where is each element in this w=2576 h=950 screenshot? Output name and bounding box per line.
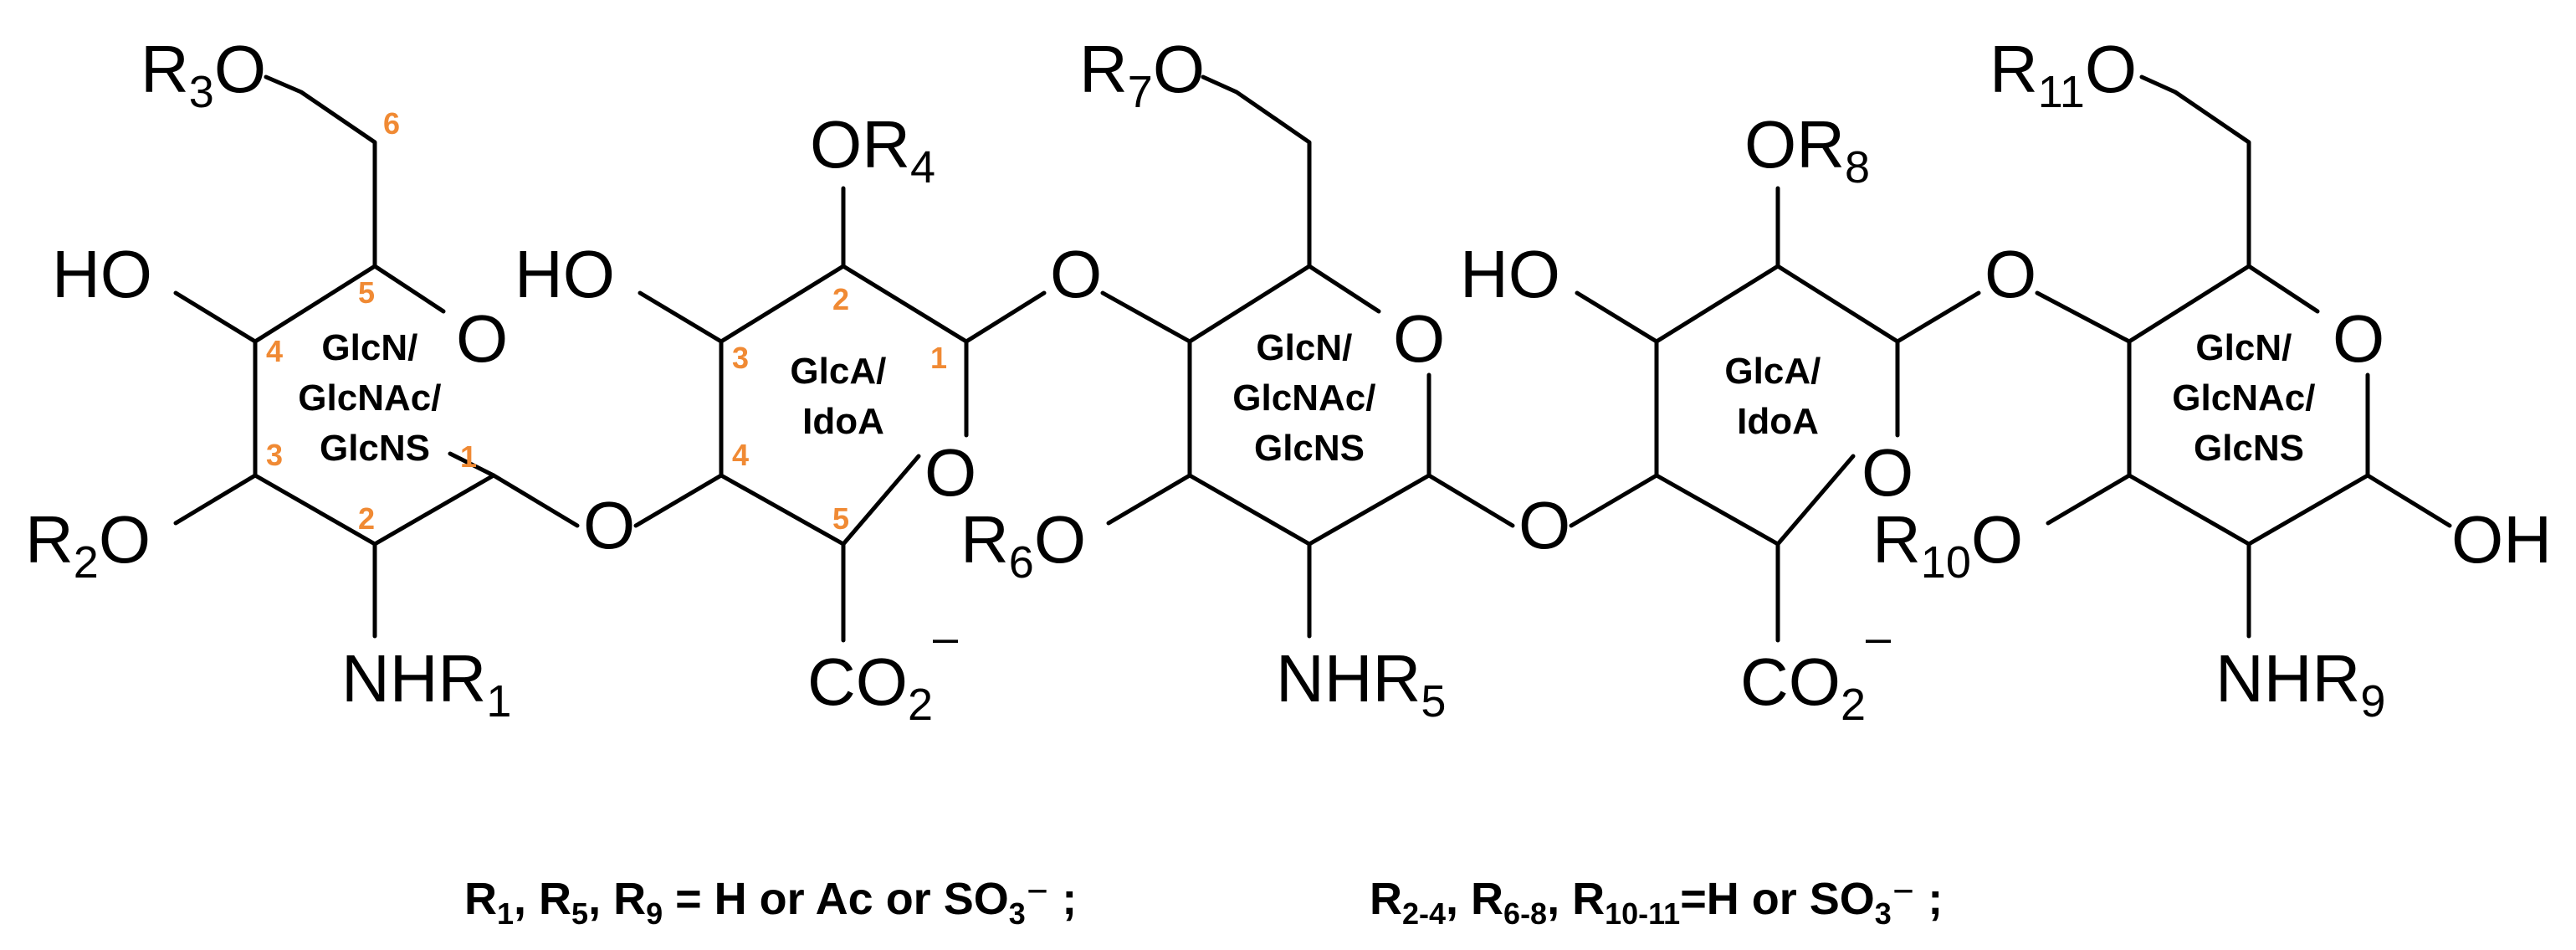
glycosidic-oxygen-2: O [1050, 237, 1102, 311]
unit-glca-1: OR4 HO O CO2– GlcA/ IdoA 2 1 3 4 5 [515, 107, 976, 730]
glycosidic-oxygen-3: O [1518, 488, 1570, 562]
glcn2-r7o-label: R7O [1079, 32, 1205, 117]
bond-lines [173, 74, 2452, 643]
glcn2-ring-oxygen: O [1393, 301, 1445, 376]
footnote-r2-4-r6-8-r10-11: R2-4, R6-8, R10-11=H or SO3⁻ ; [1370, 874, 1943, 931]
glcn2-ring-label: GlcN/ GlcNAc/ GlcNS [1232, 327, 1385, 469]
glcn1-locant-4: 4 [266, 334, 283, 368]
glca1-c4-glycosidic-bond [633, 473, 724, 528]
glca2-ho-label: HO [1460, 237, 1560, 311]
glcn3-c1-oh-bond [2365, 473, 2452, 528]
glcn3-c6-bonds [2139, 74, 2251, 269]
glcn1-c3-o-bond [173, 473, 258, 526]
glcn1-locants: 6 5 4 3 2 1 [266, 106, 477, 536]
glcn1-c4-ho-bond [173, 290, 258, 344]
glca2-or8-label: OR8 [1744, 107, 1870, 193]
glca1-carboxylate-label: CO2– [807, 613, 958, 730]
idoa-c1-glycosidic-bond [1895, 290, 1981, 344]
glcn3-nhr9-label: NHR9 [2215, 641, 2385, 727]
glycosidic-oxygen-1: O [583, 488, 635, 562]
glca1-locants: 2 1 3 4 5 [732, 282, 947, 536]
glcn2-nhr5-label: NHR5 [1276, 641, 1446, 727]
glca1-locant-2: 2 [832, 282, 849, 316]
glcn1-c6-bonds [264, 74, 377, 269]
glca1-locant-5: 5 [832, 501, 849, 536]
glcn2-c4-glycosidic-bond [1100, 290, 1192, 344]
glcn1-locant-2: 2 [358, 501, 375, 536]
glcn1-r3o-label: R3O [141, 32, 266, 117]
glcn2-c6-bonds [1201, 74, 1312, 269]
glcn1-locant-5: 5 [358, 275, 375, 310]
glca2-carboxylate-label: CO2– [1740, 613, 1891, 730]
glcn2-r6o-label: R6O [960, 502, 1086, 588]
glcn3-r11o-label: R11O [1990, 32, 2137, 117]
unit-glca-2: OR8 HO O CO2– GlcA/ IdoA [1460, 107, 1913, 730]
unit-glcn-3: R11O O R10O NHR9 OH GlcN/ GlcNAc/ GlcNS [1872, 32, 2552, 727]
glcn3-oh-label: OH [2451, 502, 2552, 577]
glcn3-ring-label: GlcN/ GlcNAc/ GlcNS [2172, 327, 2325, 469]
glca1-c3-ho-bond [638, 290, 724, 344]
glca1-ho-label: HO [515, 237, 615, 311]
glcn1-nhr1-label: NHR1 [341, 641, 511, 727]
glca2-ring-label: GlcA/ IdoA [1724, 351, 1831, 442]
glca1-locant-4: 4 [732, 438, 749, 472]
glcn1-ring-label: GlcN/ GlcNAc/ GlcNS [298, 327, 451, 469]
glcn1-locant-1: 1 [460, 439, 477, 474]
glcn1-locant-3: 3 [266, 438, 283, 472]
glcn1-ring-oxygen: O [456, 301, 508, 376]
glcn2-c3-o-bond [1106, 473, 1192, 526]
glca1-c1-glycosidic-bond [964, 290, 1047, 344]
glcn1-locant-6: 6 [383, 106, 400, 141]
idoa-c3-ho-bond [1575, 290, 1659, 344]
glcn1-c1-glycosidic-bond [491, 473, 580, 528]
glcn3-c4-glycosidic-bond [2035, 290, 2132, 344]
glca1-locant-1: 1 [930, 341, 947, 375]
glcn3-c3-o-bond [2046, 473, 2132, 526]
glcn2-c1-glycosidic-bond [1426, 473, 1515, 528]
glca2-ring-oxygen: O [1862, 435, 1913, 510]
unit-glcn-2: R7O O R6O NHR5 GlcN/ GlcNAc/ GlcNS [960, 32, 1446, 727]
glca1-ring-oxygen: O [924, 435, 976, 510]
glca1-or4-label: OR4 [810, 107, 935, 193]
footnote-r1-r5-r9: R1, R5, R9 = H or Ac or SO3⁻ ; [464, 874, 1077, 931]
idoa-c4-glycosidic-bond [1569, 473, 1659, 528]
glcn3-r10o-label: R10O [1872, 502, 2023, 588]
glcn3-ring-oxygen: O [2333, 301, 2384, 376]
glcn1-ho-label: HO [52, 237, 152, 311]
unit-glcn-1: R3O HO O R2O NHR1 GlcN/ GlcNAc/ GlcNS 6 … [25, 32, 511, 727]
glcn1-r2o-label: R2O [25, 502, 151, 588]
glca1-locant-3: 3 [732, 341, 749, 375]
glycosidic-oxygen-4: O [1984, 237, 2036, 311]
glca1-ring-label: GlcA/ IdoA [790, 351, 896, 442]
